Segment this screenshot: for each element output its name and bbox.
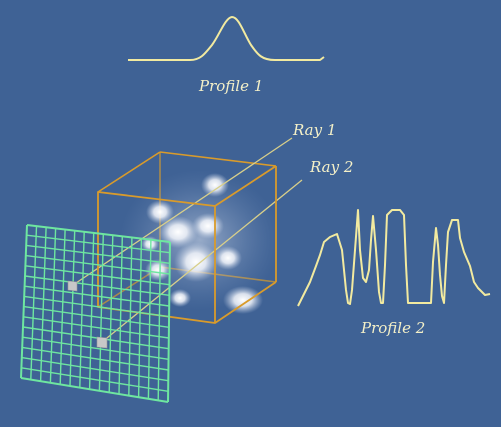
grid-line xyxy=(22,346,169,371)
ray-1-label: Ray 1 xyxy=(293,121,337,139)
grid-line xyxy=(21,367,169,392)
grid-line xyxy=(128,237,133,396)
grid-line xyxy=(39,227,47,382)
grid-line xyxy=(24,295,170,318)
image-plane-grid xyxy=(20,224,171,403)
grid-line xyxy=(26,224,171,243)
profile-2-label: Profile 2 xyxy=(361,319,426,337)
grid-line xyxy=(157,240,162,401)
profile-1-label: Profile 1 xyxy=(199,77,264,95)
grid-line xyxy=(24,275,170,296)
grid-line xyxy=(108,235,114,393)
ray-1 xyxy=(72,137,293,286)
grid-line xyxy=(26,234,170,254)
profile-2-curve xyxy=(297,209,491,307)
grid-line xyxy=(20,377,169,403)
grid-line xyxy=(25,265,170,286)
grid-line xyxy=(25,254,170,275)
grid-line xyxy=(23,316,169,339)
grid-line xyxy=(24,285,170,307)
ray-2-label: Ray 2 xyxy=(310,158,354,176)
volume-cube-front xyxy=(97,165,277,324)
grid-line xyxy=(167,241,171,403)
grid-line xyxy=(79,231,85,388)
grid-line xyxy=(88,232,95,390)
rays xyxy=(72,137,303,343)
grid-line xyxy=(59,229,66,385)
grid-line xyxy=(98,234,104,391)
grid-line xyxy=(30,226,38,380)
grid-line xyxy=(20,224,28,379)
ray-2-pixel xyxy=(96,336,108,349)
grid-line xyxy=(26,244,170,264)
grid-line xyxy=(118,236,123,395)
grid-line xyxy=(137,238,143,398)
ray-pixels xyxy=(67,280,108,349)
light-blobs xyxy=(141,173,263,314)
grid-line xyxy=(147,239,152,399)
ray-2 xyxy=(101,179,303,343)
profile-1-curve xyxy=(128,16,325,61)
grid-line xyxy=(49,228,57,383)
ray-1-pixel xyxy=(67,280,78,292)
grid-line xyxy=(23,305,169,328)
grid-line xyxy=(22,326,169,350)
grid-line xyxy=(69,230,76,387)
grid-line xyxy=(21,356,169,382)
grid-line xyxy=(22,336,169,360)
